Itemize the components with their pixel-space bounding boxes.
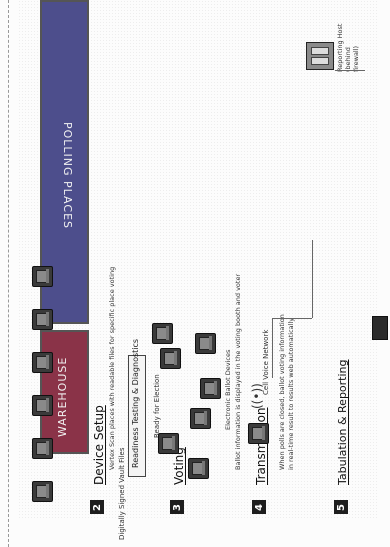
step-4-badge: 4 (252, 500, 266, 514)
step-3-note-1: Electronic Ballot Devices (224, 349, 232, 430)
band-warehouse: WAREHOUSE (40, 330, 89, 454)
step-4-note-1: Cell Voice Network (262, 329, 270, 395)
voting-device-icon (190, 405, 212, 429)
voting-device-icon (158, 430, 180, 454)
wireless-signal-icon: ((•)) (250, 383, 264, 409)
connector-line (335, 70, 365, 71)
page-margin-line (8, 0, 9, 547)
server-label: Reporting Host (behind firewall) (336, 23, 360, 72)
readiness-label: Readiness Testing & Diagnostics (131, 338, 140, 468)
voting-device-icon (32, 263, 54, 287)
voting-device-icon (248, 420, 270, 444)
laptop-icon (372, 316, 388, 340)
band-warehouse-label: WAREHOUSE (56, 356, 69, 437)
voting-device-icon (152, 320, 174, 344)
header-caption: Digitally Signed Vault Files (118, 447, 126, 540)
step-4-note-2: When polls are closed, ballot voting inf… (278, 314, 286, 470)
voting-device-icon (32, 306, 54, 330)
step-4-note-3: in real-time result to results web autom… (287, 317, 295, 470)
voting-device-icon (188, 455, 210, 479)
voting-device-icon (32, 435, 54, 459)
readiness-box (128, 355, 146, 477)
step-2-badge: 2 (90, 500, 104, 514)
band-polling-label: POLLING PLACES (61, 122, 74, 230)
connector-line (272, 318, 312, 319)
voting-device-icon (195, 330, 217, 354)
voting-device-icon (32, 478, 54, 502)
step-3-badge: 3 (170, 500, 184, 514)
step-3-note-2: Ballot information is displayed in the v… (234, 273, 242, 470)
step-5-title: Tabulation & Reporting (336, 359, 349, 485)
step-2-title: Device Setup (92, 405, 106, 485)
server-icon (306, 42, 334, 70)
voting-device-icon (32, 392, 54, 416)
step-2-note: Vertex Scan places with readable files f… (108, 266, 116, 470)
step-5-badge: 5 (334, 500, 348, 514)
voting-device-icon (32, 349, 54, 373)
connector-line (312, 240, 313, 318)
ready-label: Ready for Election (153, 374, 161, 438)
voting-device-icon (200, 375, 222, 399)
connector-line (272, 318, 273, 378)
voting-device-icon (160, 345, 182, 369)
